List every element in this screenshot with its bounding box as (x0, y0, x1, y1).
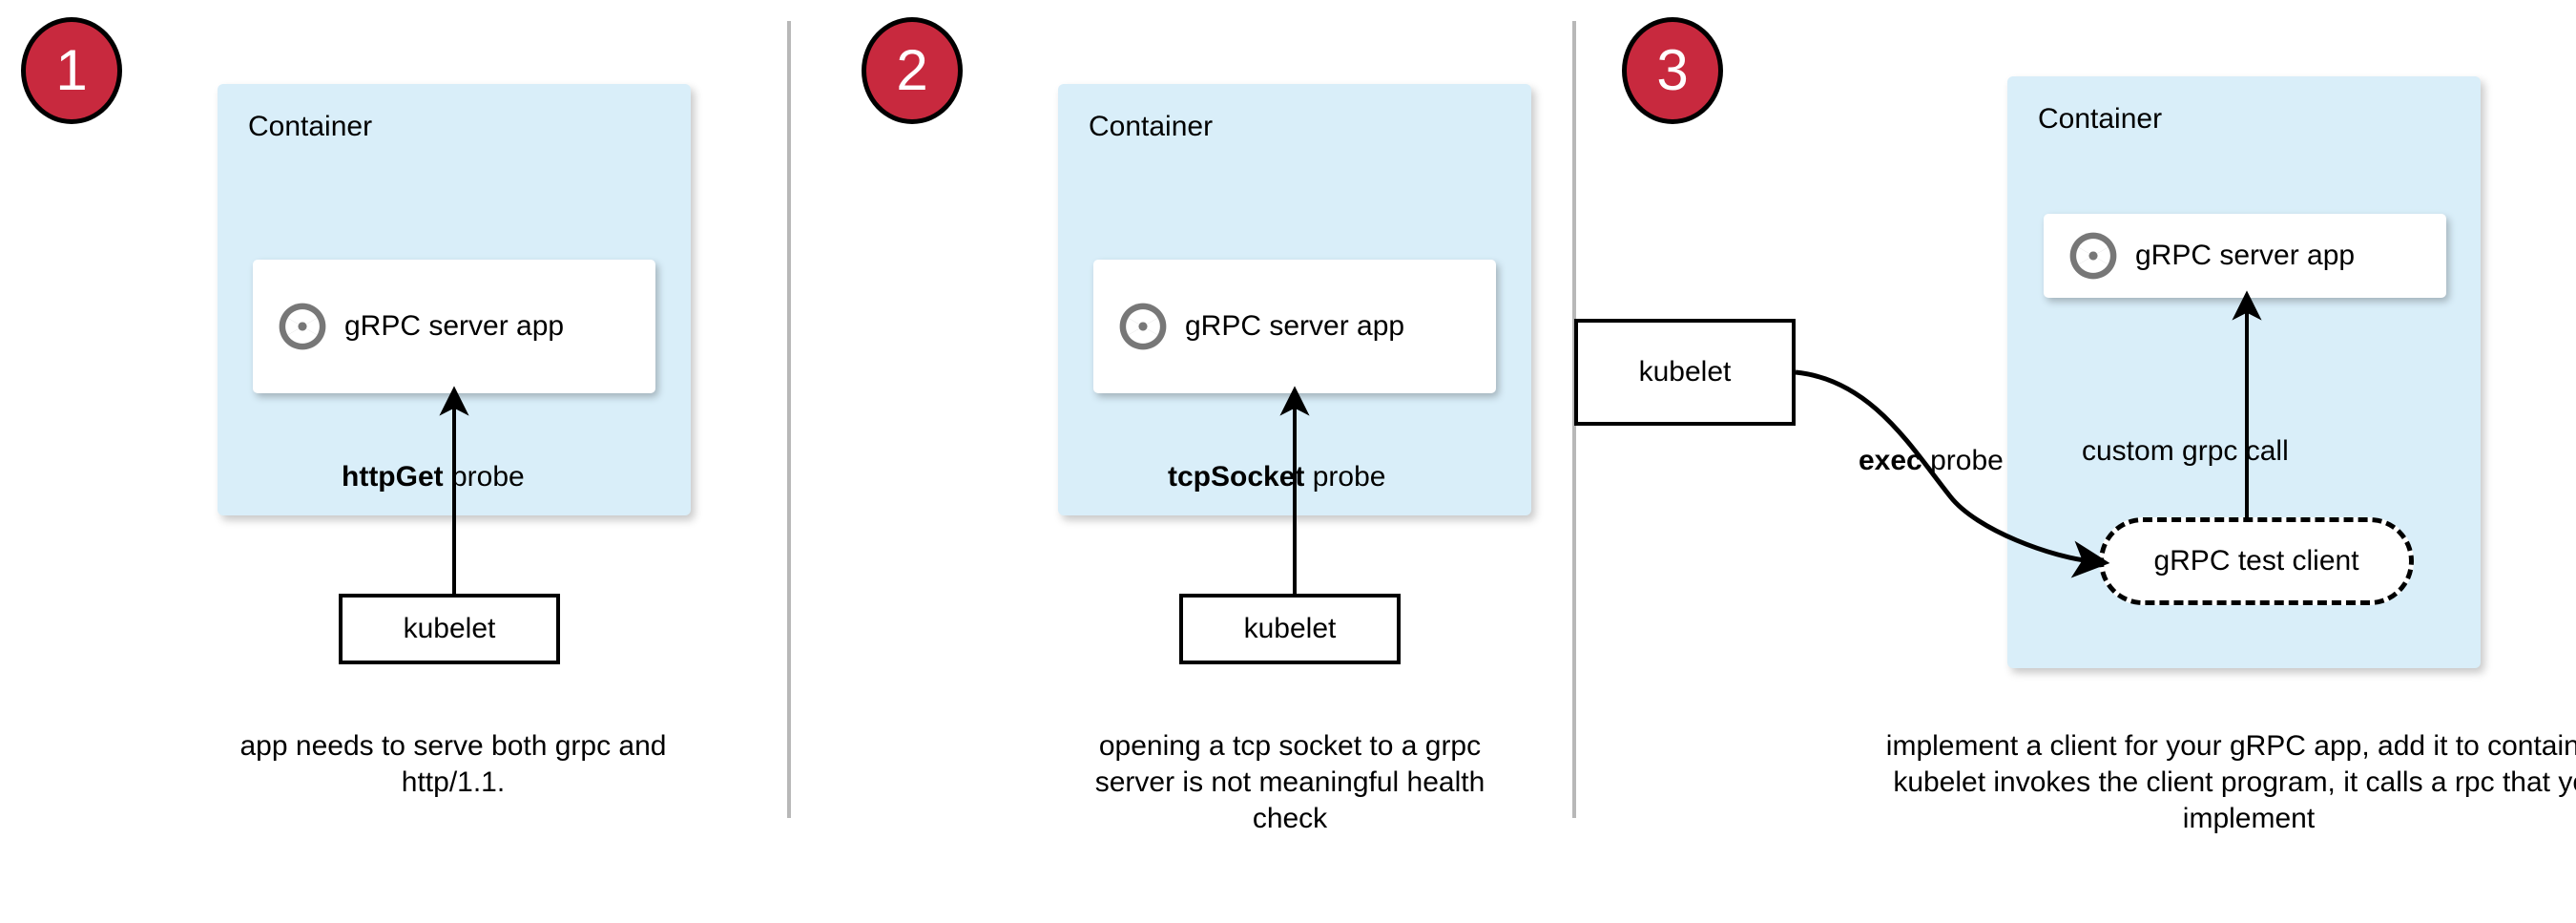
container-label-1: Container (248, 111, 373, 142)
step-badge-3: 3 (1622, 17, 1723, 124)
probe-type-2: tcpSocket (1168, 461, 1305, 493)
container-label-3: Container (2038, 103, 2163, 135)
kubelet-label-3: kubelet (1638, 356, 1732, 388)
probe-suffix-3: probe (1922, 445, 2004, 476)
kubelet-box-2: kubelet (1179, 594, 1401, 664)
step-badge-1: 1 (21, 17, 122, 124)
probe-type-1: httpGet (342, 461, 444, 493)
kubelet-label-2: kubelet (1243, 613, 1337, 644)
panel-caption-3: implement a client for your gRPC app, ad… (1885, 730, 2576, 835)
panel-step-2: 2 Container gRPC server app (791, 0, 1572, 923)
exec-probe-label: exec probe (1859, 445, 2004, 477)
grpc-aperture-icon (2068, 231, 2118, 281)
kubelet-box-1: kubelet (339, 594, 560, 664)
container-label-2: Container (1089, 111, 1214, 142)
httpget-probe-label: httpGet probe (342, 461, 525, 493)
custom-grpc-call-label: custom grpc call (2082, 435, 2289, 467)
panel-caption-2: opening a tcp socket to a grpc server is… (1094, 730, 1485, 835)
panel-divider-1 (787, 21, 791, 818)
grpc-aperture-icon (1118, 302, 1168, 351)
grpc-test-client-label: gRPC test client (2153, 545, 2359, 577)
panel-caption-1: app needs to serve both grpc and http/1.… (239, 730, 667, 799)
grpc-server-app-card-1: gRPC server app (253, 260, 655, 393)
grpc-server-app-label-1: gRPC server app (344, 310, 565, 342)
step-badge-2: 2 (862, 17, 963, 124)
panel-step-1: 1 Container gRPC server app (0, 0, 787, 923)
tcpsocket-probe-label: tcpSocket probe (1168, 461, 1385, 493)
probe-type-3: exec (1859, 445, 1922, 476)
probe-suffix-2: probe (1304, 461, 1386, 493)
grpc-test-client-shape: gRPC test client (2099, 517, 2414, 605)
panel-step-3: 3 Container gRPC server app (1574, 0, 2576, 923)
probe-suffix-1: probe (443, 461, 525, 493)
grpc-server-app-label-2: gRPC server app (1185, 310, 1405, 342)
grpc-server-app-card-2: gRPC server app (1093, 260, 1496, 393)
grpc-server-app-card-3: gRPC server app (2044, 214, 2446, 298)
kubelet-label-1: kubelet (403, 613, 496, 644)
grpc-aperture-icon (278, 302, 327, 351)
grpc-server-app-label-3: gRPC server app (2135, 240, 2356, 271)
kubelet-box-3: kubelet (1574, 319, 1796, 426)
